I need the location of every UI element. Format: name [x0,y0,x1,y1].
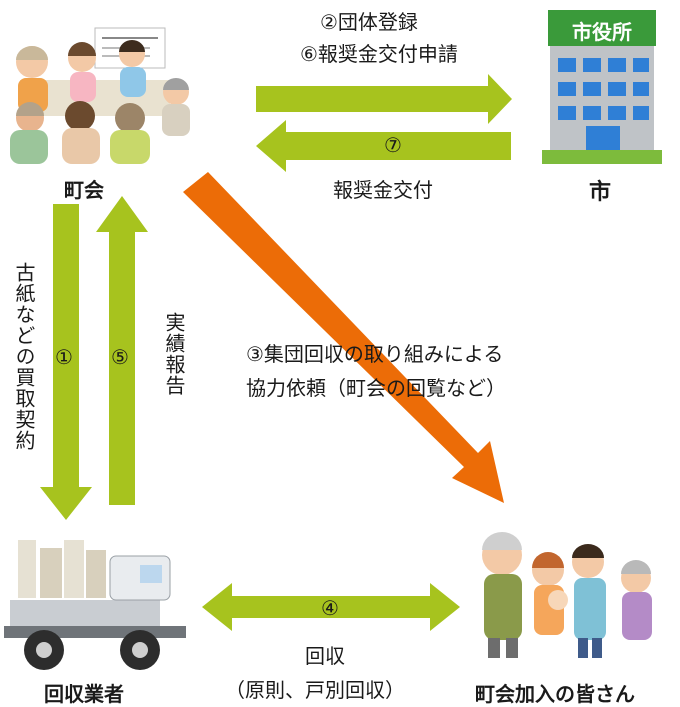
node-collector: 回収業者 [44,682,124,706]
arrow-contract [40,204,92,520]
arrow-to-city [256,74,512,124]
arrow-request [183,172,504,503]
collect-number: ④ [321,596,339,620]
city-hall-illustration [542,10,662,164]
node-members: 町会加入の皆さん [475,682,635,706]
arrow-report [96,196,148,505]
city-hall-sign: 市役所 [572,20,632,44]
contract-number: ① [55,345,73,369]
contract-label: 古紙などの買取契約 [12,262,36,451]
collect-label-1: 回収 [305,644,345,668]
arrow-collect [202,583,460,631]
from-city-number: ⑦ [384,133,402,157]
request-label-1: ③集団回収の取り組みによる [246,342,504,366]
to-city-label-1: ②団体登録 [320,10,418,34]
node-town-association: 町会 [64,178,104,202]
truck-illustration [4,540,186,670]
request-label-2: 協力依頼（町会の回覧など） [246,376,506,400]
arrow-from-city [256,120,511,172]
family-illustration [482,532,652,658]
from-city-label: 報奨金交付 [333,178,433,202]
report-number: ⑤ [111,345,129,369]
meeting-illustration [10,27,190,164]
to-city-label-2: ⑥報奨金交付申請 [300,42,458,66]
report-label: 実績報告 [162,312,186,396]
node-city: 市 [589,180,612,205]
collect-label-2: （原則、戸別回収） [225,678,405,702]
